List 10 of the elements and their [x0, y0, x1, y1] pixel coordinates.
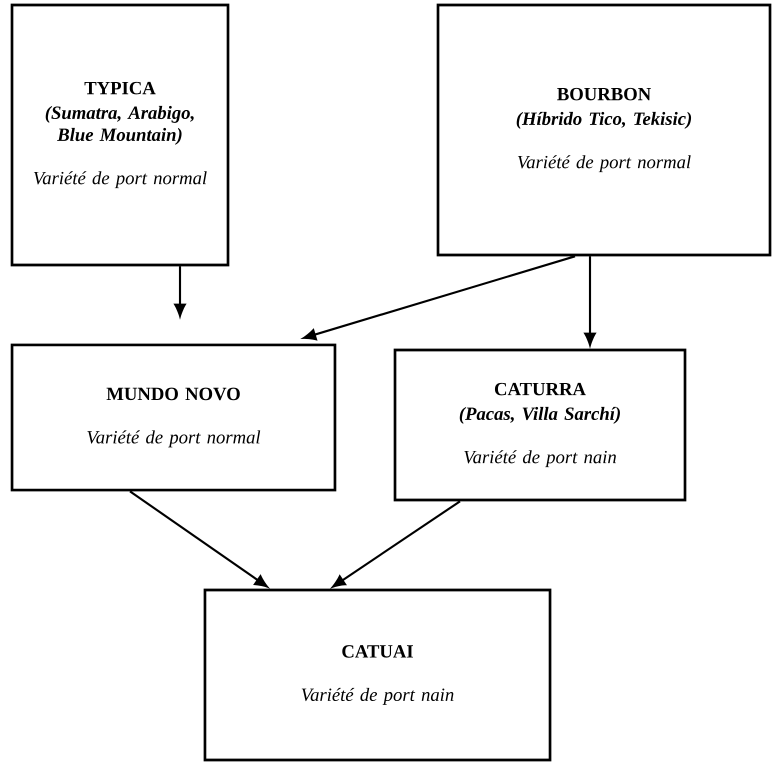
- arrow: [303, 255, 576, 340]
- variety-box: BOURBON (Híbrido Tico, Tekisic) Variété de port normal: [436, 4, 772, 256]
- variety-box: CATUAI Variété de port nain: [204, 588, 552, 762]
- variety-box: MUNDO NOVO Variété de port normal: [10, 344, 336, 492]
- arrow: [584, 256, 596, 346]
- arrow: [129, 490, 268, 588]
- variety-box: CATURRA (Pacas, Villa Sarchí) Variété de port nain: [394, 348, 686, 502]
- variety-box: TYPICA (Sumatra, Arabigo, Blue Mountain) Variété de port normal: [10, 4, 230, 266]
- arrow: [332, 500, 461, 588]
- arrow: [174, 266, 186, 317]
